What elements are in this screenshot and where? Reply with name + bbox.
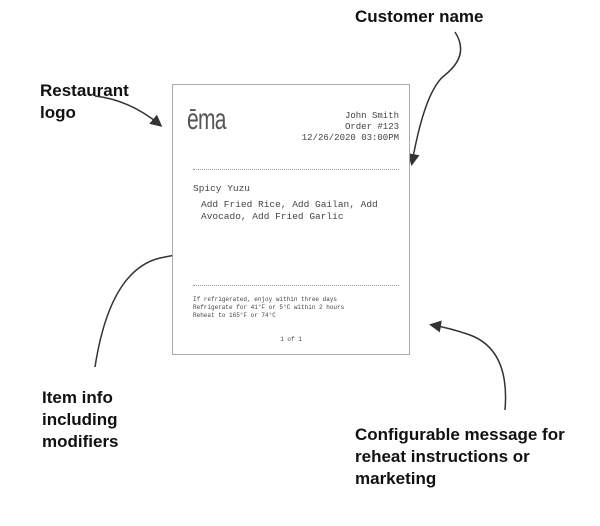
order-number: Order #123 [344,122,399,132]
customer-name: John Smith [344,111,399,121]
item-info-label: Item info including modifiers [42,388,119,451]
item-modifiers: Add Fried Rice, Add Gailan, Add Avocado,… [201,199,378,222]
divider [193,285,399,286]
restaurant-logo: ēma [187,103,226,136]
reheat-message: If refrigerated, enjoy within three days… [193,296,344,320]
configurable-message-label: Configurable message for reheat instruct… [355,425,565,488]
receipt-header: John Smith Order #123 12/26/2020 03:00PM [302,111,399,144]
divider [193,169,399,170]
logo-arrow [94,95,163,127]
restaurant-logo-label: Restaurant logo [40,81,129,122]
receipt: ēma John Smith Order #123 12/26/2020 03:… [172,84,410,355]
message-arrow [429,320,507,411]
customer-name-label: Customer name [355,7,484,26]
order-datetime: 12/26/2020 03:00PM [301,133,399,143]
message-line: If refrigerated, enjoy within three days [193,296,338,303]
page-count: 1 of 1 [280,336,302,343]
message-line: Refrigerate for 41°F or 5°C within 2 hou… [193,304,345,311]
message-line: Reheat to 165°F or 74°C [193,312,276,319]
item-name: Spicy Yuzu [193,183,251,194]
customer-arrow [407,31,462,166]
